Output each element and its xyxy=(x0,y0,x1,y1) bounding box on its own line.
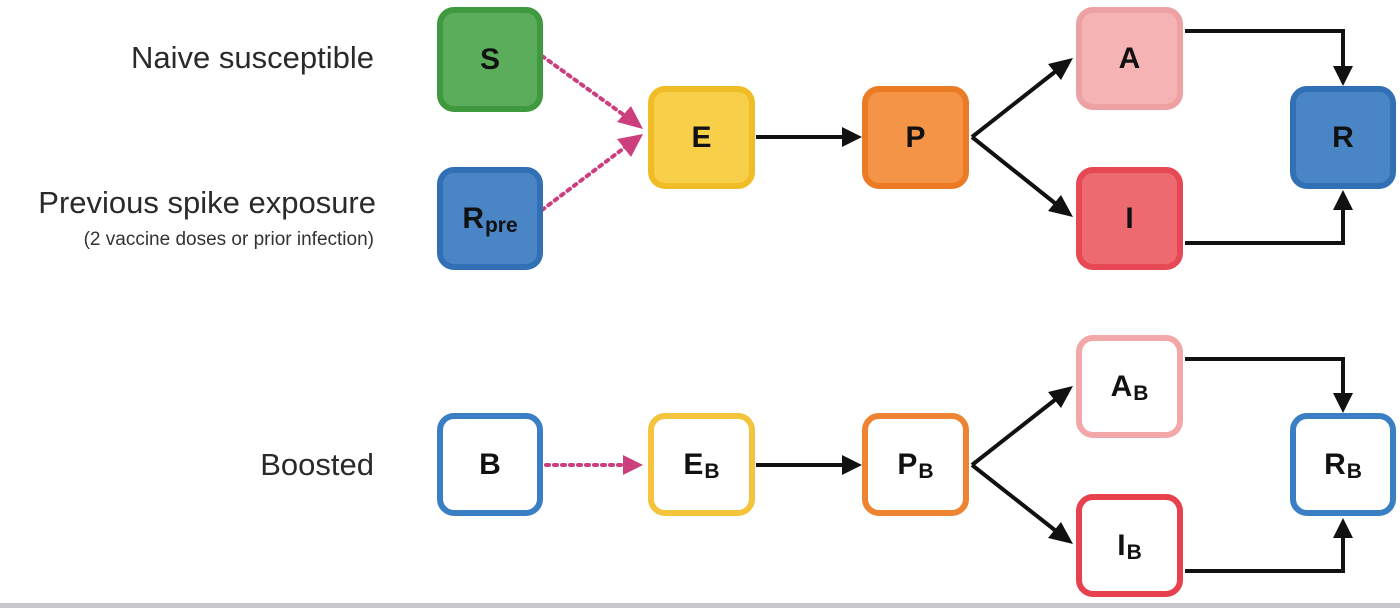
arrow-pb-to-ib xyxy=(970,463,1073,544)
compartment-e-b-subscript: B xyxy=(704,459,720,483)
bottom-divider xyxy=(0,603,1400,608)
compartment-p-label: P xyxy=(905,120,926,154)
compartment-s-label: S xyxy=(479,42,500,76)
arrow-pb-to-ab xyxy=(970,386,1073,467)
compartment-r-b-subscript: B xyxy=(1346,459,1362,483)
dotted-arrow-b-to-eb xyxy=(544,455,643,475)
compartment-r-pre-label: R xyxy=(462,201,484,235)
compartment-b-label: B xyxy=(479,447,501,481)
label-boosted: Boosted xyxy=(260,447,374,482)
arrow-ab-to-rb xyxy=(1185,357,1353,413)
arrow-p-to-i xyxy=(970,135,1073,217)
arrow-a-to-r xyxy=(1185,29,1353,86)
compartment-a-label: A xyxy=(1118,41,1141,75)
dotted-arrow-s-to-e xyxy=(540,54,643,129)
compartment-i-b-subscript: B xyxy=(1126,540,1142,564)
dotted-arrow-rpre-to-e xyxy=(540,134,643,212)
arrow-p-to-a xyxy=(970,58,1073,139)
label-naive-susceptible: Naive susceptible xyxy=(131,40,374,75)
compartment-r-label: R xyxy=(1332,120,1354,154)
arrow-ib-to-rb xyxy=(1185,518,1353,573)
compartment-a: A xyxy=(1076,7,1183,110)
compartment-e-label: E xyxy=(691,120,712,154)
compartment-i-label: I xyxy=(1125,201,1134,235)
arrow-e-to-p xyxy=(756,127,862,147)
compartment-i-b-label: I xyxy=(1117,528,1126,562)
label-previous-spike-exposure: Previous spike exposure xyxy=(38,185,376,220)
compartment-e: E xyxy=(648,86,755,189)
compartment-p-b-label: P xyxy=(897,447,918,481)
compartment-a-b-label: A xyxy=(1110,369,1133,403)
compartment-i: I xyxy=(1076,167,1183,270)
compartment-r-pre-subscript: pre xyxy=(484,213,518,237)
label-previous-note: (2 vaccine doses or prior infection) xyxy=(83,229,374,250)
compartment-e-b-label: E xyxy=(683,447,704,481)
arrow-i-to-r xyxy=(1185,190,1353,245)
compartment-p: P xyxy=(862,86,969,189)
compartment-r: R xyxy=(1290,86,1396,189)
compartment-s: S xyxy=(437,7,543,112)
compartment-a-b-subscript: B xyxy=(1133,381,1149,405)
compartment-b: B xyxy=(437,413,543,516)
compartment-r-b-label: R xyxy=(1324,447,1346,481)
arrow-eb-to-pb xyxy=(756,455,862,475)
compartment-p-b-subscript: B xyxy=(918,459,934,483)
